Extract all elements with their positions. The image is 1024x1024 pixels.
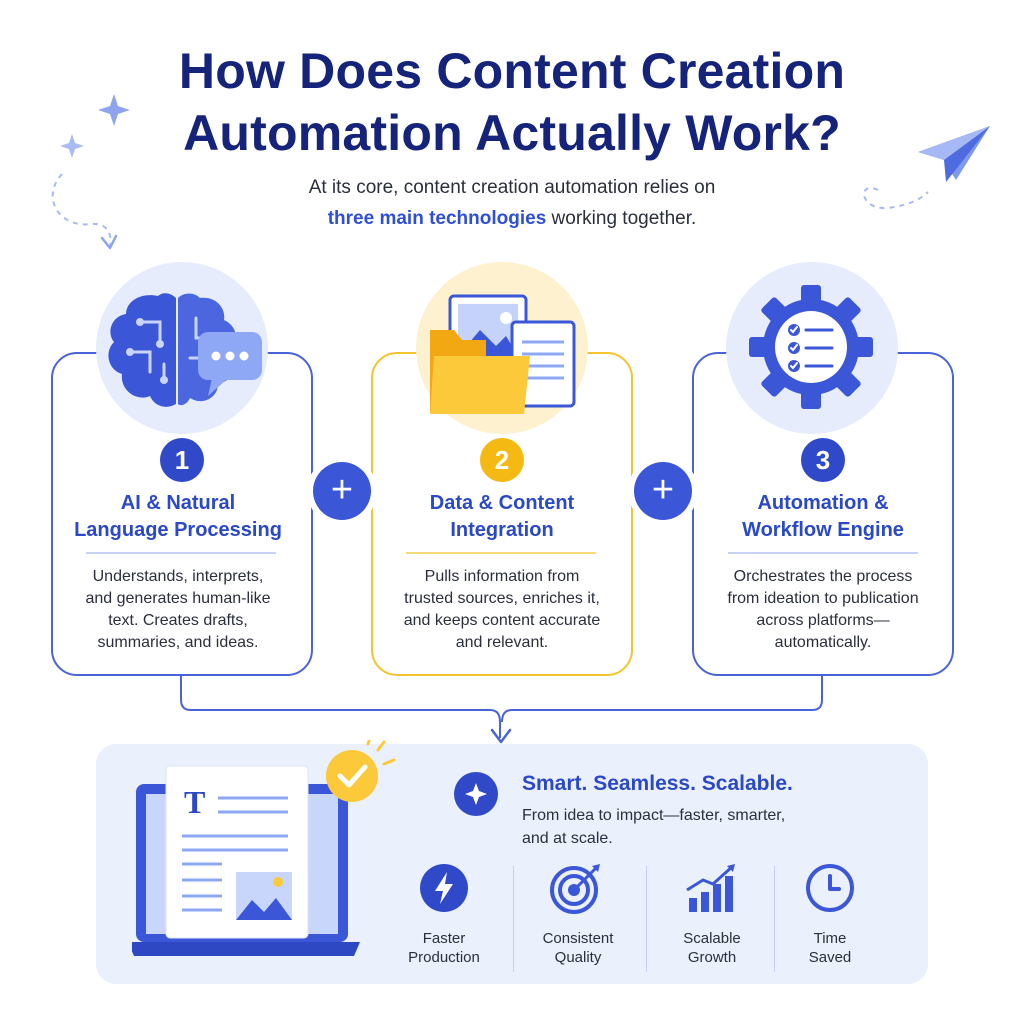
card-1-desc-line: Understands, interprets, [92, 568, 264, 585]
card-3-title-line-1: Automation & [757, 492, 889, 514]
tagline-desc-line-2: and at scale. [522, 830, 613, 847]
benefit-label-line-2: Saved [808, 949, 852, 966]
tagline-desc-line-1: From idea to impact—faster, smarter, [522, 807, 786, 824]
card-2-title: Data & Content Integration [371, 490, 633, 544]
divider [646, 866, 647, 972]
divider [513, 866, 514, 972]
plus-connector-1: + [313, 462, 371, 520]
card-3-desc-line: across platforms— [756, 612, 890, 629]
benefit-label-line-1: Scalable [683, 930, 741, 947]
card-3-desc-line: from ideation to publication [727, 590, 919, 607]
card-1-title: AI & Natural Language Processing [47, 490, 309, 544]
tagline: Smart. Seamless. Scalable. [522, 772, 793, 795]
card-1-title-line-1: AI & Natural [120, 492, 236, 514]
title-line-1: How Does Content Creation [178, 43, 846, 99]
title-line-2: Automation Actually Work? [183, 105, 841, 161]
clock-icon [806, 864, 854, 912]
step-number-2: 2 [480, 438, 524, 482]
brain-chat-icon [108, 293, 262, 407]
subtitle-line-2: three main technologies working together… [0, 203, 1024, 234]
card-2-divider [406, 552, 596, 554]
plus-connector-2: + [634, 462, 692, 520]
card-3-title-line-2: Workflow Engine [742, 519, 904, 541]
benefit-label-line-1: Consistent [542, 930, 614, 947]
benefit-label-line-1: Faster [422, 930, 466, 947]
divider [774, 866, 775, 972]
target-icon [550, 864, 600, 914]
step-number-1: 1 [160, 438, 204, 482]
tagline-description: From idea to impact—faster, smarter, and… [522, 804, 842, 850]
card-automation-workflow [692, 352, 954, 676]
subtitle-highlight: three main technologies [327, 208, 547, 229]
card-1-divider [86, 552, 276, 554]
step-number-3: 3 [801, 438, 845, 482]
benefit-label-line-2: Growth [687, 949, 737, 966]
card-2-desc-line: and keeps content accurate [403, 612, 601, 629]
paper-plane-icon [863, 126, 990, 210]
card-1-desc-line: summaries, and ideas. [97, 634, 259, 651]
card-3-desc-line: Orchestrates the process [733, 568, 913, 585]
card-1-description: Understands, interprets, and generates h… [47, 566, 309, 654]
gear-checklist-icon [749, 285, 873, 409]
benefit-label-line-2: Quality [554, 949, 602, 966]
card-1-title-line-2: Language Processing [74, 519, 282, 541]
document-heading-letter: T [184, 784, 206, 820]
laptop-document-icon [132, 740, 396, 956]
card-2-desc-line: Pulls information from [424, 568, 580, 585]
card-2-description: Pulls information from trusted sources, … [371, 566, 633, 654]
sparkle-badge-icon [454, 772, 498, 816]
card-2-title-line-1: Data & Content [429, 492, 575, 514]
subtitle: At its core, content creation automation… [0, 172, 1024, 234]
card-2-desc-line: and relevant. [455, 634, 549, 651]
lightning-icon [420, 864, 468, 912]
card-3-description: Orchestrates the process from ideation t… [692, 566, 954, 654]
folder-documents-icon [430, 294, 576, 414]
page-title: How Does Content Creation Automation Act… [0, 40, 1024, 164]
card-1-desc-line: text. Creates drafts, [108, 612, 248, 629]
card-3-desc-line: automatically. [774, 634, 872, 651]
card-2-title-line-2: Integration [450, 519, 554, 541]
card-2-desc-line: trusted sources, enriches it, [404, 590, 600, 607]
card-3-title: Automation & Workflow Engine [692, 490, 954, 544]
sparkle-decoration [51, 94, 130, 250]
card-3-divider [728, 552, 918, 554]
growth-chart-icon [686, 864, 735, 912]
subtitle-rest: working together. [546, 208, 697, 229]
benefit-label-line-1: Time [813, 930, 847, 947]
connector-lines [180, 676, 823, 744]
card-1-desc-line: and generates human-like [85, 590, 271, 607]
subtitle-line-1: At its core, content creation automation… [308, 177, 716, 198]
benefit-label-line-2: Production [408, 949, 480, 966]
